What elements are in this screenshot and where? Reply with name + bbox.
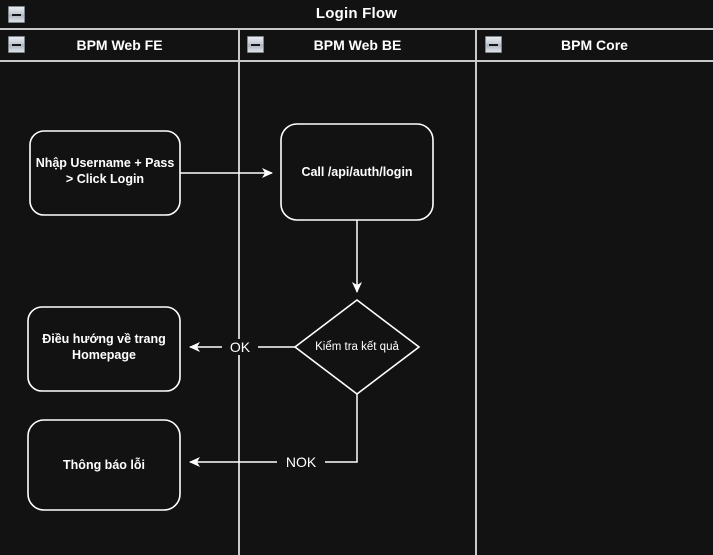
- minus-box-icon-lane-core[interactable]: [485, 36, 502, 53]
- node-call-api-auth-login[interactable]: [280, 123, 434, 221]
- lane-label-be: BPM Web BE: [313, 37, 402, 53]
- edge-label-ok: OK: [222, 339, 258, 355]
- page-title: Login Flow: [315, 5, 398, 22]
- node-dieu-huong-homepage[interactable]: [27, 306, 181, 392]
- lane-divider-be-core: [475, 30, 477, 555]
- minus-box-icon-lane-fe[interactable]: [8, 36, 25, 53]
- lane-divider-fe-be: [238, 30, 240, 555]
- node-nhap-username[interactable]: [29, 130, 181, 216]
- node-kiem-tra-ket-qua[interactable]: [293, 298, 421, 396]
- edge-label-nok: NOK: [277, 454, 325, 470]
- lane-header-row: BPM Web FE BPM Web BE BPM Core: [0, 30, 713, 62]
- diagram-title-bar: Login Flow: [0, 0, 713, 30]
- node-thong-bao-loi[interactable]: [27, 419, 181, 511]
- lane-label-fe: BPM Web FE: [76, 37, 163, 53]
- edge-n3-n5-nok: [189, 394, 358, 467]
- minus-box-icon[interactable]: [8, 6, 25, 23]
- lane-label-core: BPM Core: [561, 37, 628, 53]
- minus-box-icon-lane-be[interactable]: [247, 36, 264, 53]
